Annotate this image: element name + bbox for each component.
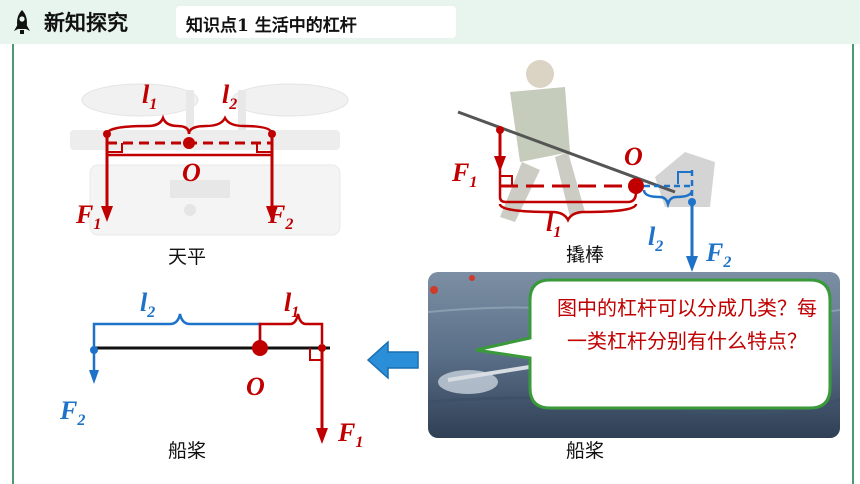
crowbar-caption: 撬棒	[566, 244, 605, 266]
topic-label: 知识点1 生活中的杠杆	[186, 16, 357, 36]
o-label-balance: O	[182, 158, 201, 187]
f2-label-crowbar: F2	[706, 238, 732, 272]
balance-illustration	[70, 83, 349, 236]
f2-label-oar: F2	[60, 396, 86, 430]
speech-bubble	[475, 278, 832, 410]
l1-label-oar: l1	[284, 288, 300, 322]
f1-label-crowbar: F1	[452, 158, 478, 192]
o-label-crowbar: O	[624, 142, 643, 171]
rocket-icon	[14, 10, 30, 34]
arrow-left-icon	[366, 340, 419, 380]
l2-label-crowbar: l2	[648, 222, 664, 256]
l1-label-crowbar: l1	[546, 208, 562, 242]
l2-label-oar: l2	[140, 288, 156, 322]
section-title: 新知探究	[44, 10, 128, 35]
l2-label-balance: l2	[222, 80, 238, 114]
oar-diagram-caption: 船桨	[168, 440, 207, 462]
oar-lever-diagram	[89, 313, 330, 444]
balance-figure	[70, 83, 349, 236]
oar-photo-caption: 船桨	[566, 440, 605, 462]
crowbar-figure	[457, 60, 715, 272]
f2-label-balance: F2	[268, 200, 294, 234]
balance-caption: 天平	[168, 246, 207, 268]
o-label-oar: O	[246, 372, 265, 401]
f1-label-oar: F1	[338, 418, 364, 452]
f1-label-balance: F1	[76, 200, 102, 234]
bubble-text: 图中的杠杆可以分成几类？每一类杠杆分别有什么特点？	[557, 296, 817, 353]
l1-label-balance: l1	[142, 80, 158, 114]
topic-box	[176, 6, 456, 38]
